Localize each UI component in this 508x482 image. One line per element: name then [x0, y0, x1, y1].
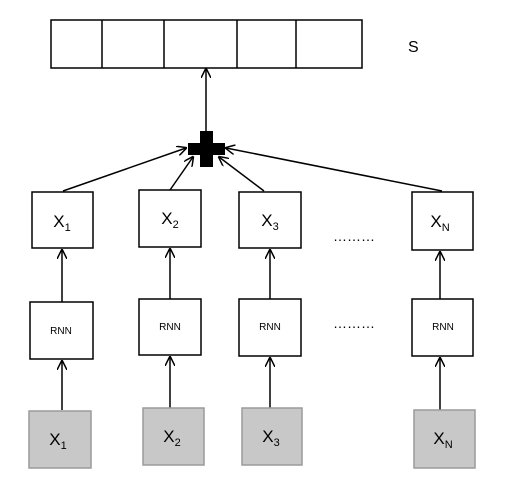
hidden-node-1: X1	[31, 191, 94, 249]
rnn-block-n: RNN	[411, 298, 474, 357]
input-node-2-base: X	[163, 427, 174, 446]
rnn-block-1-label: RNN	[50, 326, 72, 337]
input-node-n: XN	[413, 409, 476, 469]
input-node-2-sub: 2	[175, 437, 181, 449]
input-node-3-sub: 3	[274, 437, 280, 449]
hidden-node-3: X3	[238, 191, 302, 249]
hidden-node-n: XN	[411, 191, 474, 251]
hidden-node-1-base: X	[53, 212, 64, 231]
hidden-node-n-sub: N	[442, 222, 450, 234]
svg-text:X3: X3	[261, 211, 278, 233]
rnn-block-3: RNN	[238, 298, 302, 357]
x2-to-plus-arrow	[169, 157, 193, 191]
svg-text:X2: X2	[163, 427, 180, 449]
svg-text:XN: XN	[430, 212, 449, 234]
x1-to-plus-arrow	[62, 148, 186, 192]
input-node-3-base: X	[262, 427, 273, 446]
hidden-node-2: X2	[138, 189, 202, 248]
svg-text:X2: X2	[161, 209, 178, 231]
rnn-block-3-label: RNN	[259, 322, 281, 333]
input-node-n-sub: N	[445, 439, 453, 451]
plus-icon	[188, 131, 225, 167]
x3-to-plus-arrow	[219, 157, 265, 192]
rnn-block-2: RNN	[138, 298, 202, 356]
output-vector-frame	[50, 19, 363, 69]
rnn-row-ellipsis: ………	[333, 315, 375, 331]
rnn-block-n-label: RNN	[432, 322, 454, 333]
hidden-node-1-sub: 1	[65, 222, 71, 234]
input-node-1-base: X	[49, 430, 60, 449]
input-node-1-sub: 1	[61, 440, 67, 452]
hidden-node-3-base: X	[261, 211, 272, 230]
output-label: S	[408, 39, 419, 56]
svg-text:XN: XN	[433, 429, 452, 451]
input-node-1: X1	[28, 410, 92, 469]
rnn-block-2-label: RNN	[159, 322, 181, 333]
input-node-3: X3	[241, 407, 303, 466]
hidden-row-ellipsis: ………	[333, 228, 375, 244]
hidden-node-n-base: X	[430, 212, 441, 231]
hidden-node-2-base: X	[161, 209, 172, 228]
xn-to-plus-arrow	[226, 148, 443, 192]
svg-text:X1: X1	[49, 430, 66, 452]
svg-text:X3: X3	[262, 427, 279, 449]
svg-text:X1: X1	[53, 212, 70, 234]
rnn-block-1: RNN	[29, 301, 94, 360]
hidden-node-3-sub: 3	[273, 221, 279, 233]
output-vector	[50, 19, 363, 69]
input-node-n-base: X	[433, 429, 444, 448]
hidden-node-2-sub: 2	[173, 219, 179, 231]
input-node-2: X2	[142, 407, 205, 466]
